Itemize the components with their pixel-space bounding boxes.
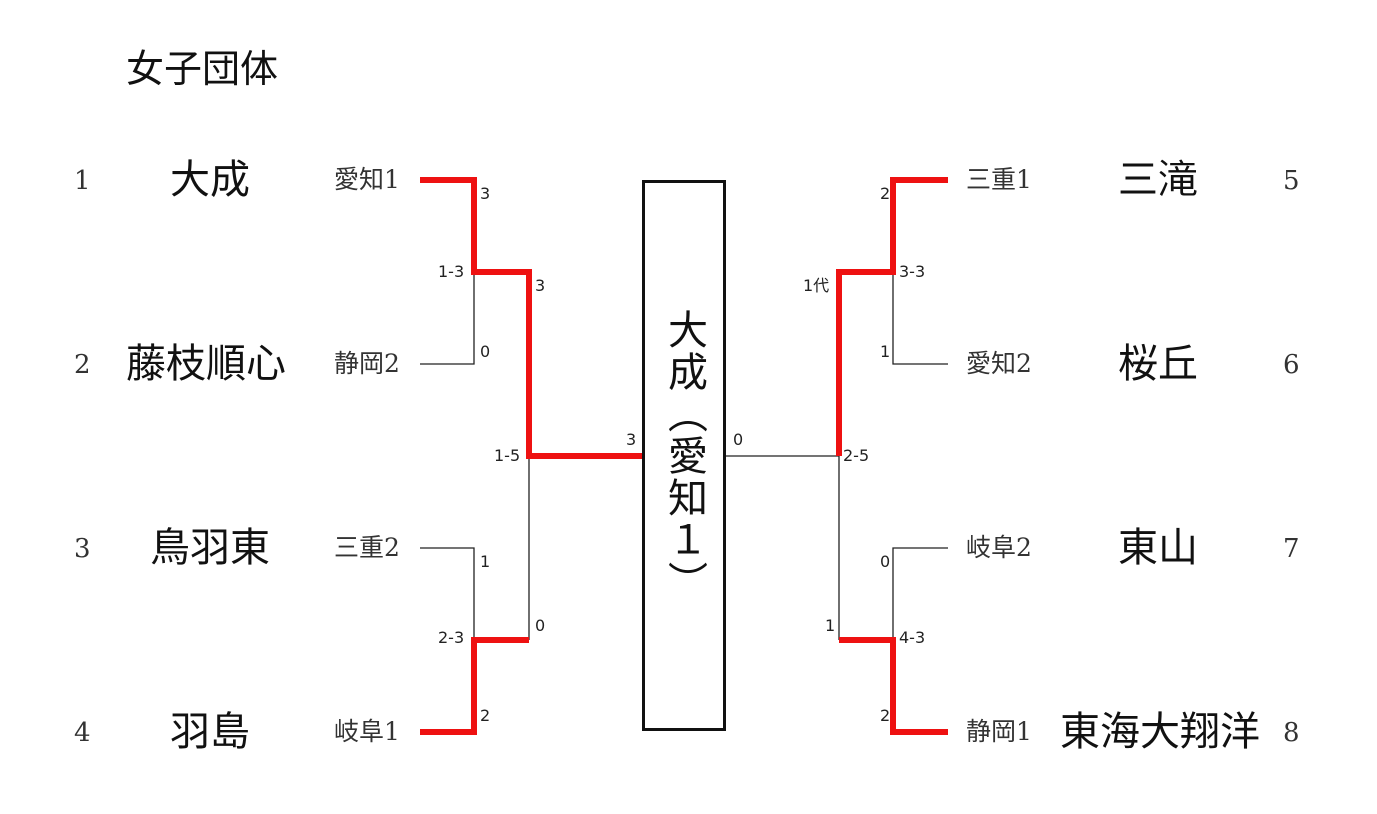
- line-aichi2: [892, 272, 948, 365]
- team-name: 大成: [170, 157, 250, 203]
- loser-lines: [420, 272, 948, 640]
- winner-path-mie1: [836, 177, 948, 456]
- score-final-left: 3: [626, 430, 637, 449]
- prefecture-label: 岐阜2: [966, 533, 1032, 562]
- page-title: 女子団体: [126, 47, 279, 91]
- prefecture-label: 愛知1: [334, 165, 400, 194]
- winner-path-aichi1: [420, 177, 642, 459]
- team-name: 羽島: [170, 709, 250, 755]
- line-shizuoka2: [420, 272, 475, 365]
- note-m3_3: 1代: [803, 276, 830, 295]
- score-m1_3-top: 3: [480, 184, 491, 203]
- match-label-2-5: 2-5: [843, 446, 870, 465]
- score-m4_3-bottom: 2: [880, 706, 891, 725]
- seed-number: 5: [1283, 166, 1300, 196]
- match-label-1-3: 1-3: [438, 262, 465, 281]
- team-name: 東山: [1118, 525, 1198, 571]
- team-name: 東海大翔洋: [1060, 709, 1260, 755]
- champion-box: 大成（愛知１）: [642, 180, 726, 731]
- seed-number: 2: [74, 350, 91, 380]
- score-final-right: 0: [733, 430, 744, 449]
- prefecture-label: 静岡1: [966, 717, 1032, 746]
- prefecture-label: 静岡2: [334, 349, 400, 378]
- seed-number: 3: [74, 534, 91, 564]
- match-label-2-3: 2-3: [438, 628, 465, 647]
- team-name: 三滝: [1118, 157, 1198, 203]
- winner-path-gifu1: [420, 637, 529, 735]
- line-gifu2: [892, 547, 948, 640]
- champion-name: 大成（愛知１）: [661, 308, 707, 603]
- score-m1_3-bottom: 0: [480, 342, 491, 361]
- score-m1_5-bottom: 0: [535, 616, 546, 635]
- seed-number: 7: [1283, 534, 1300, 564]
- team-name: 桜丘: [1118, 341, 1198, 387]
- match-label-1-5: 1-5: [494, 446, 521, 465]
- score-m2_5-bottom: 1: [825, 616, 836, 635]
- score-m2_3-top: 1: [480, 552, 491, 571]
- match-label-4-3: 4-3: [899, 628, 926, 647]
- prefecture-label: 岐阜1: [334, 717, 400, 746]
- seed-number: 1: [74, 166, 91, 196]
- score-m2_3-bottom: 2: [480, 706, 491, 725]
- seed-number: 8: [1283, 718, 1300, 748]
- seed-number: 4: [74, 718, 91, 748]
- prefecture-label: 三重2: [334, 533, 400, 562]
- team-name: 藤枝順心: [126, 341, 286, 387]
- prefecture-label: 愛知2: [966, 349, 1032, 378]
- score-m4_3-top: 0: [880, 552, 891, 571]
- prefecture-label: 三重1: [966, 165, 1032, 194]
- score-m1_5-top: 3: [535, 276, 546, 295]
- winner-lines: [420, 177, 948, 735]
- seed-number: 6: [1283, 350, 1300, 380]
- score-m3_3-top: 2: [880, 184, 891, 203]
- line-mie2: [420, 547, 475, 640]
- winner-path-shizuoka1: [839, 637, 948, 735]
- match-label-3-3: 3-3: [899, 262, 926, 281]
- team-name: 鳥羽東: [150, 525, 270, 571]
- score-m3_3-bottom: 1: [880, 342, 891, 361]
